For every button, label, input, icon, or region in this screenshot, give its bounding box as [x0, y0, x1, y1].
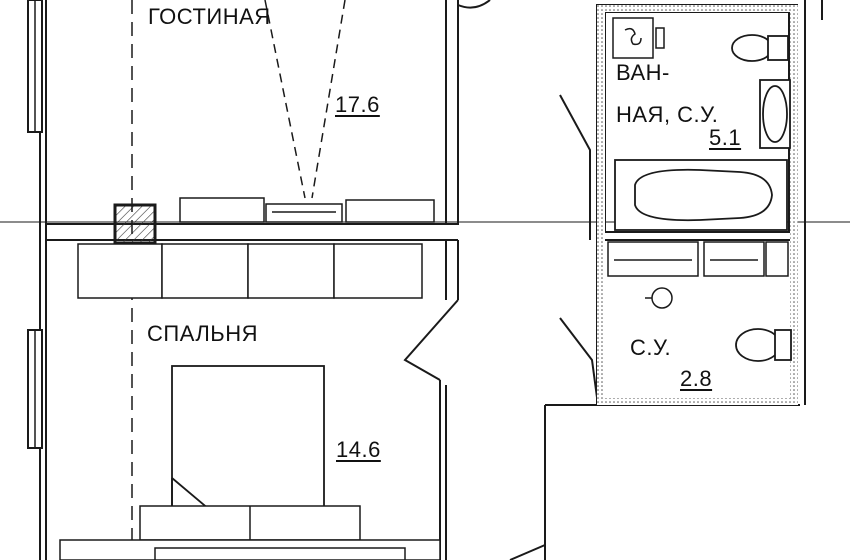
room-area-bathroom: 5.1: [709, 125, 742, 150]
bedroom-right-wall: [403, 240, 459, 560]
bathtub: [614, 159, 788, 231]
bathroom-wall-hatch-top: [597, 5, 797, 12]
sink-wc: [645, 287, 673, 309]
bedroom-bottom-furniture: [59, 505, 441, 560]
bathroom-wall-hatch-right: [790, 5, 798, 405]
bathroom-wall-hatch-bottom: [597, 398, 797, 405]
ventilation-shaft: [113, 203, 157, 245]
room-area-wc: 2.8: [680, 366, 713, 391]
toilet-wc: [735, 328, 792, 362]
shelf-row: [607, 241, 789, 277]
bathroom-wall-hatch-left: [597, 5, 605, 405]
sink-bathroom: [759, 79, 791, 149]
washing-machine: [612, 17, 665, 59]
room-label-bathroom-line2: НАЯ, С.У.: [616, 102, 719, 127]
room-label-bathroom-line1: ВАН-: [616, 60, 670, 85]
partition-wall-living: [445, 0, 491, 225]
room-label-wc: С.У.: [630, 335, 672, 360]
toilet-bathroom: [731, 34, 789, 62]
room-label-living: ГОСТИНАЯ: [148, 4, 271, 29]
wardrobe: [77, 243, 423, 299]
room-area-bedroom: 14.6: [336, 437, 381, 462]
tv-view-lines: [264, 0, 346, 199]
window-left-bottom: [27, 329, 43, 449]
room-area-living: 17.6: [335, 92, 380, 117]
room-label-bedroom: СПАЛЬНЯ: [147, 321, 259, 346]
living-furniture: [179, 197, 435, 223]
window-left-top: [27, 0, 43, 133]
exterior-wall-right: [804, 0, 823, 405]
